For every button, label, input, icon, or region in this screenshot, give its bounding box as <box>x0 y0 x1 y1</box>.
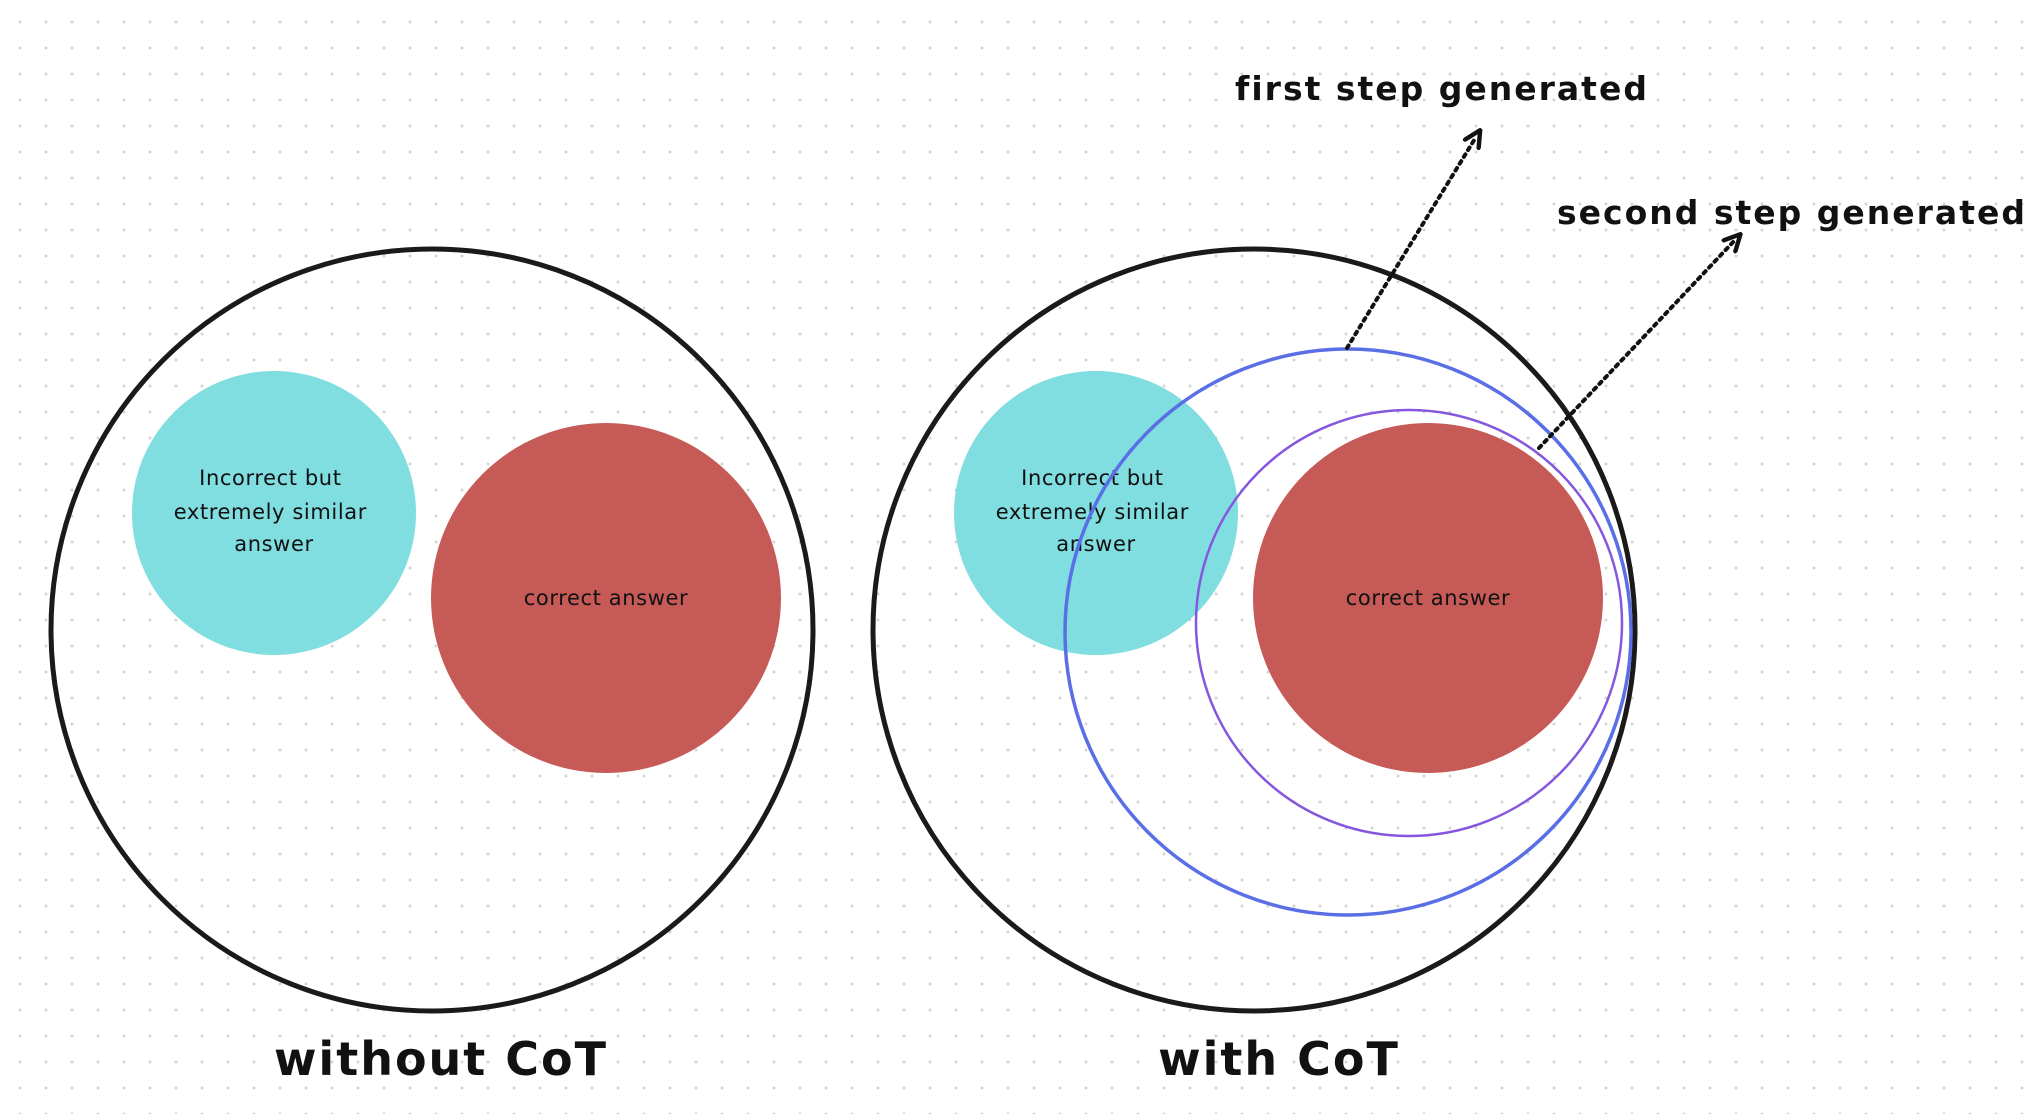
right-panel-caption: with CoT <box>1158 1032 1400 1086</box>
right-correct-answer-circle <box>1253 423 1603 773</box>
left-correct-answer-circle <box>431 423 781 773</box>
left-similar-answer-label: Incorrect but extremely similar answer <box>174 466 375 556</box>
second-step-region-circle <box>1194 408 1624 838</box>
left-correct-answer-label: correct answer <box>524 586 688 610</box>
second-step-annotation: second step generated <box>1557 193 2027 232</box>
left-panel-caption: without CoT <box>274 1032 608 1086</box>
right-outer-circle <box>870 246 1638 1014</box>
second-step-arrow <box>1537 240 1735 450</box>
left-similar-answer-circle <box>132 371 416 655</box>
left-outer-circle <box>48 246 816 1014</box>
first-step-arrow <box>1345 137 1476 350</box>
left-panel: Incorrect but extremely similar answer c… <box>48 246 816 1086</box>
right-panel: Incorrect but extremely similar answer c… <box>870 69 2027 1086</box>
right-similar-answer-circle <box>954 371 1238 655</box>
first-step-annotation: first step generated <box>1235 69 1649 108</box>
right-correct-answer-label: correct answer <box>1346 586 1510 610</box>
